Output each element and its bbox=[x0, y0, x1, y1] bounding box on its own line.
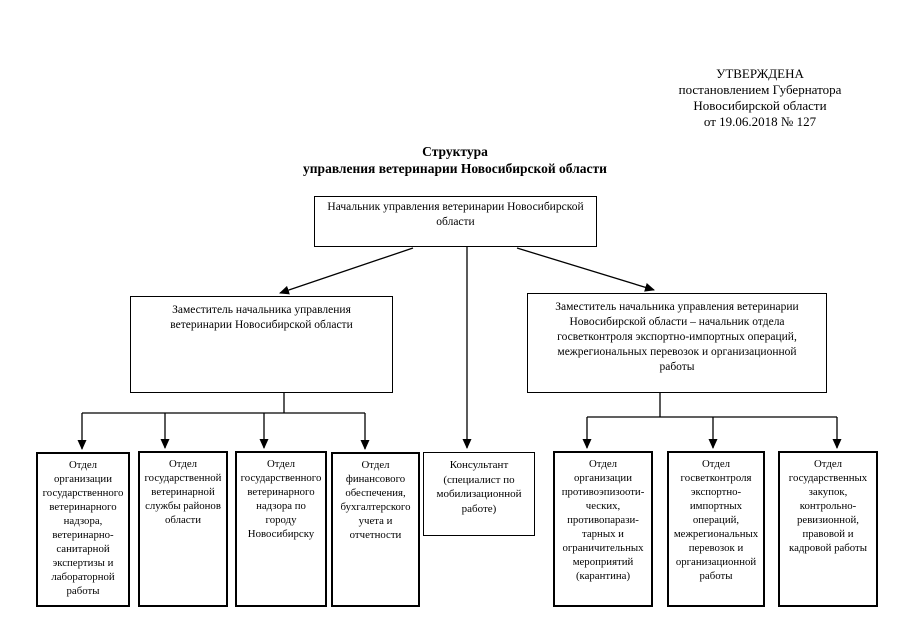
node-consultant: Консультант (специалист по мобилизационн… bbox=[423, 452, 535, 536]
node-dept-district-vet-service: Отдел государственной ветеринарной служб… bbox=[138, 451, 228, 607]
node-dept-vet-supervision: Отдел организации государственного ветер… bbox=[36, 452, 130, 607]
node-head-of-directorate: Начальник управления ветеринарии Новосиб… bbox=[314, 196, 597, 247]
node-dept-finance-accounting: Отдел финансового обеспечения, бухгалтер… bbox=[331, 452, 420, 607]
page-title: Структура управления ветеринарии Новосиб… bbox=[303, 144, 607, 176]
connector-head-to-deputy-right bbox=[516, 247, 655, 292]
node-dept-procurement-legal-hr: Отдел государственных закупок, контрольн… bbox=[778, 451, 878, 607]
node-dept-novosibirsk-city-supervision: Отдел государственного ветеринарного над… bbox=[235, 451, 327, 607]
node-deputy-left: Заместитель начальника управления ветери… bbox=[130, 296, 393, 393]
node-dept-antiepizootic-measures: Отдел организации противоэпизооти- чески… bbox=[553, 451, 653, 607]
node-deputy-right: Заместитель начальника управления ветери… bbox=[527, 293, 827, 393]
node-dept-export-import-control: Отдел госветконтроля экспортно- импортны… bbox=[667, 451, 765, 607]
connector-head-to-deputy-left bbox=[279, 247, 414, 295]
approval-note: УТВЕРЖДЕНА постановлением Губернатора Но… bbox=[678, 66, 842, 129]
